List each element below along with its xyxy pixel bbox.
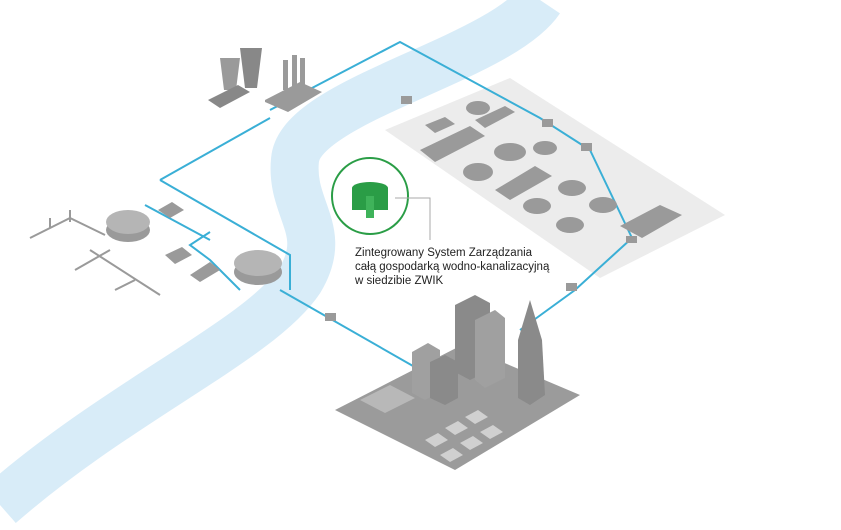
pump-stations xyxy=(325,96,637,321)
power-plant xyxy=(208,48,322,112)
treatment-plant xyxy=(420,101,682,238)
city xyxy=(360,295,545,462)
pipeline-network xyxy=(144,40,634,371)
water-intake xyxy=(106,202,282,285)
caption-line-3: w siedzibie ZWIK xyxy=(355,275,444,287)
control-center-icon xyxy=(331,157,431,240)
distribution-pipes xyxy=(29,210,161,296)
river xyxy=(0,0,560,524)
caption-line-1: Zintegrowany System Zarządzania xyxy=(355,247,533,259)
caption-line-2: całą gospodarką wodno-kanalizacyjną xyxy=(355,261,550,273)
control-center-caption: Zintegrowany System Zarządzania całą gos… xyxy=(355,246,549,288)
